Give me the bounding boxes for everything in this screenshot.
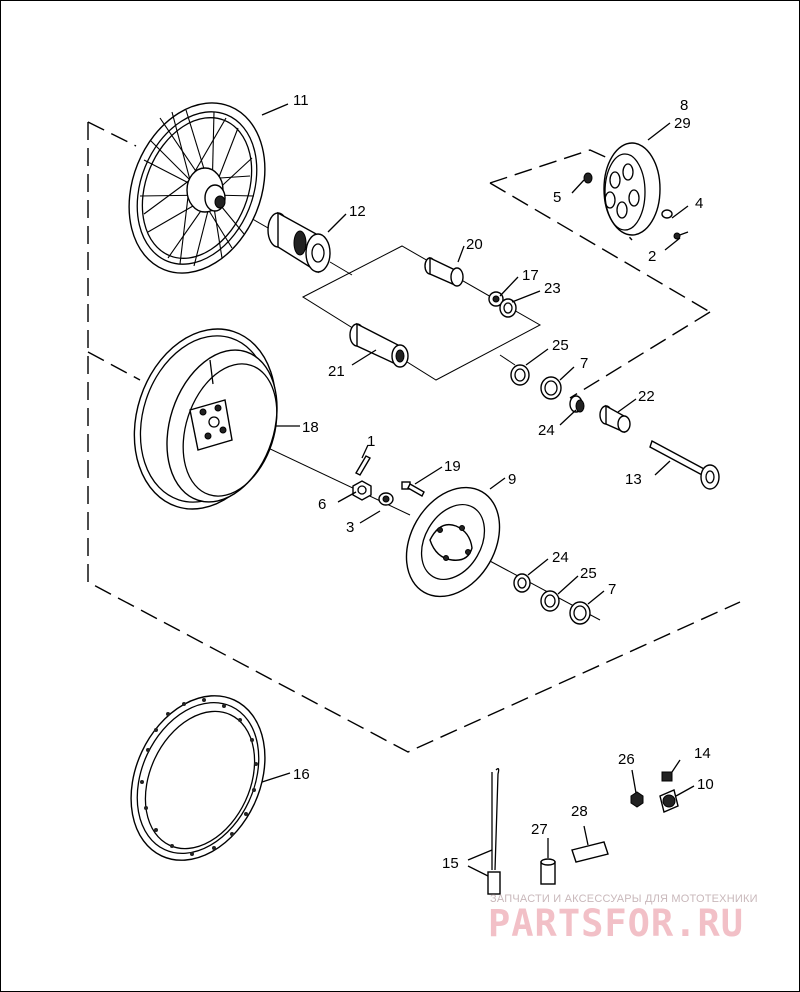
callout-26: 26 [618, 751, 635, 768]
callout-21: 21 [328, 363, 345, 380]
spacer-20 [424, 256, 464, 287]
callout-8: 8 [680, 97, 688, 114]
callout-2: 2 [648, 248, 656, 265]
callout-19: 19 [444, 458, 461, 475]
pulley [603, 142, 661, 236]
pulley-bolt [583, 172, 689, 240]
callout-20: 20 [466, 236, 483, 253]
callout-29: 29 [674, 115, 691, 132]
callout-13: 13 [625, 471, 642, 488]
callout-14: 14 [694, 745, 711, 762]
callout-7-bottom: 7 [608, 581, 616, 598]
callout-7-top: 7 [580, 355, 588, 372]
brake-disc [405, 486, 501, 598]
sleeve-21 [349, 322, 409, 368]
watermark-logo: PARTSFOR.RU [488, 902, 745, 945]
callout-11: 11 [293, 92, 309, 109]
callout-27: 27 [531, 821, 548, 838]
spacer-24-bottom [513, 573, 531, 593]
hub [267, 211, 331, 274]
callout-3: 3 [346, 519, 354, 536]
callout-labels: 11 12 8 29 5 4 2 20 17 23 21 25 7 24 22 … [293, 92, 714, 872]
washer-3 [378, 492, 394, 506]
callout-6: 6 [318, 496, 326, 513]
callout-12: 12 [349, 203, 366, 220]
bolt-19 [401, 481, 425, 497]
leader-lines [261, 103, 695, 877]
axle-13 [649, 439, 720, 490]
spoke [487, 768, 501, 895]
spacer-24-top [569, 395, 585, 413]
callout-24-top: 24 [538, 422, 555, 439]
seal-17 [488, 291, 504, 307]
callout-5: 5 [553, 189, 561, 206]
bearing-25-top [510, 364, 530, 386]
callout-10: 10 [697, 776, 714, 793]
nipple-27 [540, 858, 556, 885]
callout-17: 17 [522, 267, 539, 284]
rim [130, 695, 266, 861]
nut-26 [630, 791, 644, 808]
callout-23: 23 [544, 280, 561, 297]
valve-10 [659, 789, 679, 813]
callout-22: 22 [638, 388, 655, 405]
cast-wheel [133, 328, 278, 510]
callout-25-bottom: 25 [580, 565, 597, 582]
spacer-7-bottom [569, 601, 591, 625]
watermark-tagline: ЗАПЧАСТИ И АКСЕССУАРЫ ДЛЯ МОТОТЕХНИКИ [490, 893, 758, 905]
spoked-wheel [128, 102, 266, 274]
spacer-22 [599, 404, 631, 434]
callout-9: 9 [508, 471, 516, 488]
callout-16: 16 [293, 766, 310, 783]
spacer-7-top [540, 376, 562, 400]
callout-25-top: 25 [552, 337, 569, 354]
callout-15: 15 [442, 855, 459, 872]
weight-28 [571, 841, 609, 863]
bearing-25-bottom [540, 590, 560, 612]
callout-18: 18 [302, 419, 319, 436]
callout-1: 1 [367, 433, 375, 450]
cap-14 [661, 771, 673, 782]
bearing-23 [499, 298, 517, 318]
cotter-pin-1 [355, 455, 371, 476]
nut-6 [352, 480, 372, 501]
callout-28: 28 [571, 803, 588, 820]
callout-24-bottom: 24 [552, 549, 569, 566]
callout-4: 4 [695, 195, 703, 212]
